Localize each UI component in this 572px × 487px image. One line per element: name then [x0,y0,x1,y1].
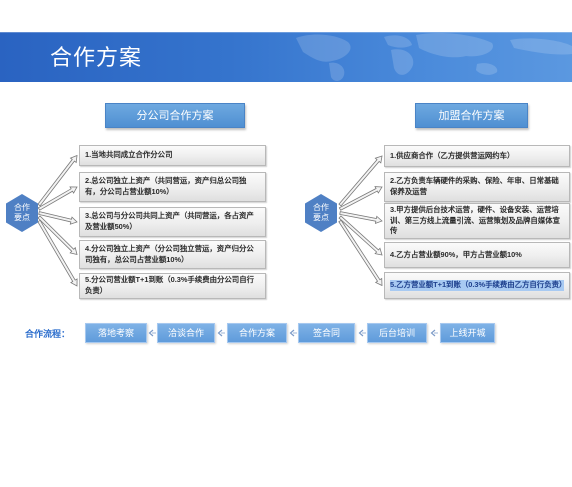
selected-item-text[interactable]: 5.乙方营业额T+1到账（0.3%手续费由乙方自行负责） [390,280,567,291]
flow-step-5[interactable]: 后台培训 [367,323,427,343]
hub-label: 合作要点 [313,203,329,222]
left-item-1[interactable]: 1.当地共同成立合作分公司 [79,145,266,166]
left-connector-4-arrow-icon [37,215,78,256]
item-text: 1.当地共同成立合作分公司 [85,150,173,160]
right-connector-5-arrow-icon [338,219,383,287]
right-connector-3-arrow-icon [339,211,383,225]
item-text: 2.乙方负责车辆硬件的采购、保险、年审、日常基础保养及运营 [390,176,559,196]
title-banner: 合作方案 [0,32,572,82]
right-item-3[interactable]: 3.甲方提供后台技术运营，硬件、设备安装、运营培训、第三方线上流量引流、运营策划… [384,203,570,239]
flow-step-1[interactable]: 落地考察 [85,323,147,343]
slide-title[interactable]: 合作方案 [50,45,143,70]
flow-step-6[interactable]: 上线开城 [440,323,495,343]
left-hub-hexagon-icon[interactable]: 合作要点 [6,194,38,232]
hub-label: 合作要点 [14,203,30,222]
chevron-left-icon [358,329,366,337]
right-panel-header[interactable]: 加盟合作方案 [415,103,528,128]
chevron-left-icon [148,329,156,337]
flow-label: 合作流程： [25,329,71,339]
world-map-icon [0,32,572,81]
right-item-4[interactable]: 4.乙方占营业额90%，甲方占营业额10% [384,242,570,268]
left-item-4[interactable]: 4.分公司独立上资产（分公司独立营运，资产归分公司独有，总公司占营业额10%） [79,240,266,269]
flow-step-3[interactable]: 合作方案 [227,323,287,343]
right-connector-1-arrow-icon [338,155,383,207]
right-item-5[interactable]: 5.乙方营业额T+1到账（0.3%手续费由乙方自行负责） [384,272,570,299]
right-hub-hexagon-icon[interactable]: 合作要点 [305,194,337,232]
right-connector-4-arrow-icon [338,215,383,256]
left-item-3[interactable]: 3.总公司与分公司共同上资产（共同营运，各占资产及营业额50%） [79,207,266,237]
left-connector-2-arrow-icon [37,186,78,211]
chevron-left-icon [289,329,297,337]
flow-step-4[interactable]: 签合同 [298,323,355,343]
chevron-left-icon [430,329,438,337]
left-panel-header[interactable]: 分公司合作方案 [105,103,245,128]
flow-step-2[interactable]: 洽谈合作 [157,323,215,343]
left-connector-1-arrow-icon [37,154,78,207]
item-text: 5.分公司营业额T+1到账（0.3%手续费由分公司自行负责） [85,275,254,295]
item-text: 3.总公司与分公司共同上资产（共同营运，各占资产及营业额50%） [85,211,254,231]
left-item-5[interactable]: 5.分公司营业额T+1到账（0.3%手续费由分公司自行负责） [79,273,266,299]
left-connector-5-arrow-icon [37,219,78,287]
right-item-1[interactable]: 1.供应商合作（乙方提供营运网约车） [384,145,570,167]
left-connector-3-arrow-icon [38,211,78,225]
item-text: 3.甲方提供后台技术运营，硬件、设备安装、运营培训、第三方线上流量引流、运营策划… [390,205,560,236]
item-text: 1.供应商合作（乙方提供营运网约车） [390,150,515,160]
right-item-2[interactable]: 2.乙方负责车辆硬件的采购、保险、年审、日常基础保养及运营 [384,172,570,202]
right-connector-2-arrow-icon [338,186,383,211]
item-text: 4.乙方占营业额90%，甲方占营业额10% [390,249,522,259]
item-text: 4.分公司独立上资产（分公司独立营运，资产归分公司独有，总公司占营业额10%） [85,243,254,264]
left-item-2[interactable]: 2.总公司独立上资产（共同营运，资产归总公司独有，分公司占营业额10%） [79,172,266,202]
item-text: 2.总公司独立上资产（共同营运，资产归总公司独有，分公司占营业额10%） [85,176,247,196]
chevron-left-icon [217,329,225,337]
